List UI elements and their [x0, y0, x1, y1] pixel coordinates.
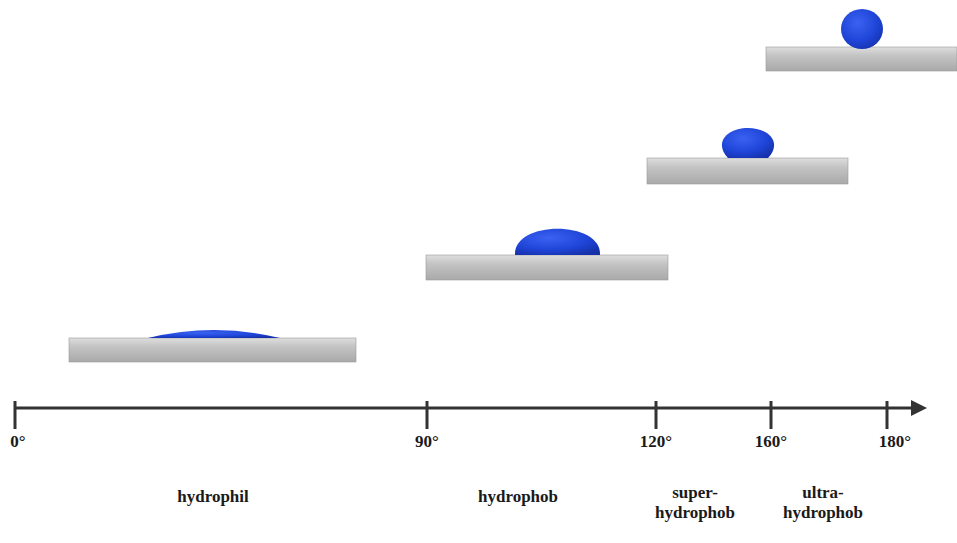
substrate-hydrophil: [69, 330, 356, 362]
category-label: ultra- hydrophob: [777, 483, 869, 524]
category-label: hydrophil: [177, 487, 249, 507]
category-label: hydrophob: [478, 487, 558, 507]
tick-label: 120°: [640, 432, 672, 452]
tick-label: 90°: [415, 432, 439, 452]
substrate-ultrahydrophob: [766, 9, 957, 71]
tick-label: 160°: [755, 432, 787, 452]
category-label: super- hydrophob: [649, 483, 741, 524]
tick-label: 180°: [879, 432, 911, 452]
tick-label: 0°: [10, 432, 25, 452]
substrate-superhydrophob: [647, 128, 848, 184]
angle-axis: [15, 400, 927, 429]
substrate-hydrophob: [426, 229, 668, 280]
